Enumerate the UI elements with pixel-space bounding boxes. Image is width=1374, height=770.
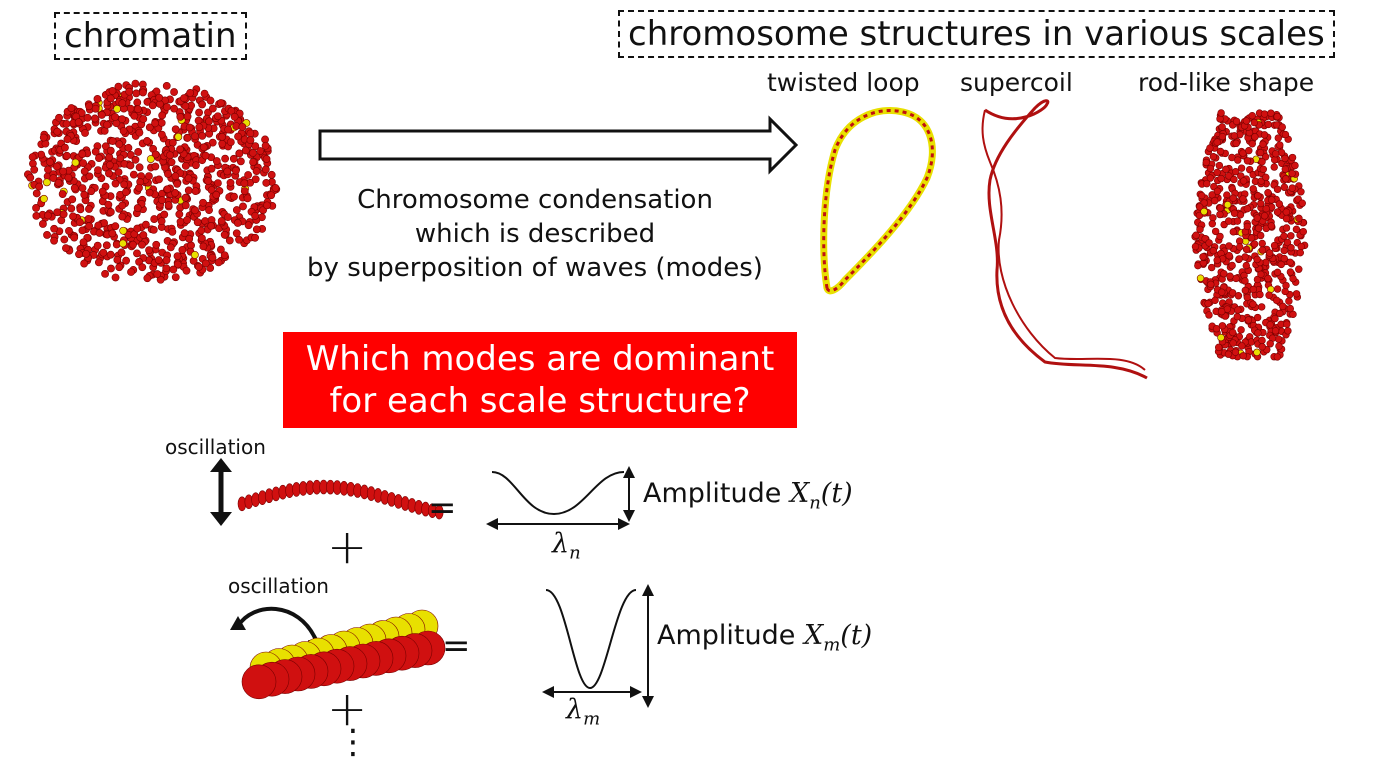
amplitude-m-arg: (t) xyxy=(840,620,873,651)
lambda-m-symbol: λ xyxy=(566,694,584,725)
amplitude-n-label: Amplitude Xn(t) xyxy=(643,478,853,513)
ellipsis-vertical: ⋮ xyxy=(336,722,370,762)
twisted-loop-image xyxy=(820,107,936,295)
callout-line-2: for each scale structure? xyxy=(329,381,751,421)
caption-line-2: which is described xyxy=(414,219,656,249)
wave-m-plot xyxy=(542,584,654,708)
condensation-arrow xyxy=(318,115,799,175)
double-bead-chain xyxy=(241,609,446,700)
chromatin-label-text: chromatin xyxy=(64,16,237,56)
supercoil-image xyxy=(981,99,1148,380)
plus-sign-2: + xyxy=(327,681,368,737)
amplitude-n-subscript: n xyxy=(809,492,821,514)
equals-sign-n: = xyxy=(428,488,457,528)
scales-title: chromosome structures in various scales xyxy=(618,10,1335,58)
chromatin-label: chromatin xyxy=(54,12,247,60)
amplitude-n-symbol: X xyxy=(789,478,810,509)
scales-title-text: chromosome structures in various scales xyxy=(628,14,1325,54)
wave-n-plot xyxy=(486,466,635,530)
rod-like-label: rod-like shape xyxy=(1138,68,1315,97)
caption-line-1: Chromosome condensation xyxy=(357,185,713,215)
supercoil-label: supercoil xyxy=(960,68,1073,97)
twisted-loop-label: twisted loop xyxy=(767,68,920,97)
oscillation-label-n: oscillation xyxy=(165,435,266,459)
lambda-m-subscript: m xyxy=(583,708,601,730)
chromatin-cluster-image xyxy=(24,79,281,284)
amplitude-m-label: Amplitude Xm(t) xyxy=(657,620,872,655)
bead-chain-wave xyxy=(237,479,444,520)
rod-like-image xyxy=(1191,109,1309,361)
amplitude-m-subscript: m xyxy=(823,634,841,656)
lambda-n-subscript: n xyxy=(569,542,581,564)
oscillation-updown-arrow xyxy=(210,458,232,526)
oscillation-label-m: oscillation xyxy=(228,574,329,598)
dominant-modes-callout: Which modes are dominant for each scale … xyxy=(283,332,797,428)
equals-sign-m: = xyxy=(442,626,471,666)
amplitude-word-m: Amplitude xyxy=(657,620,796,651)
amplitude-m-symbol: X xyxy=(803,620,824,651)
caption-line-3: by superposition of waves (modes) xyxy=(307,253,763,283)
plus-sign-1: + xyxy=(327,519,368,575)
condensation-caption: Chromosome condensation which is describ… xyxy=(270,183,800,285)
lambda-n-label: λn xyxy=(552,528,581,563)
callout-line-1: Which modes are dominant xyxy=(305,339,775,379)
lambda-n-symbol: λ xyxy=(552,528,570,559)
lambda-m-label: λm xyxy=(566,694,600,729)
amplitude-word-n: Amplitude xyxy=(643,478,782,509)
amplitude-n-arg: (t) xyxy=(820,478,853,509)
